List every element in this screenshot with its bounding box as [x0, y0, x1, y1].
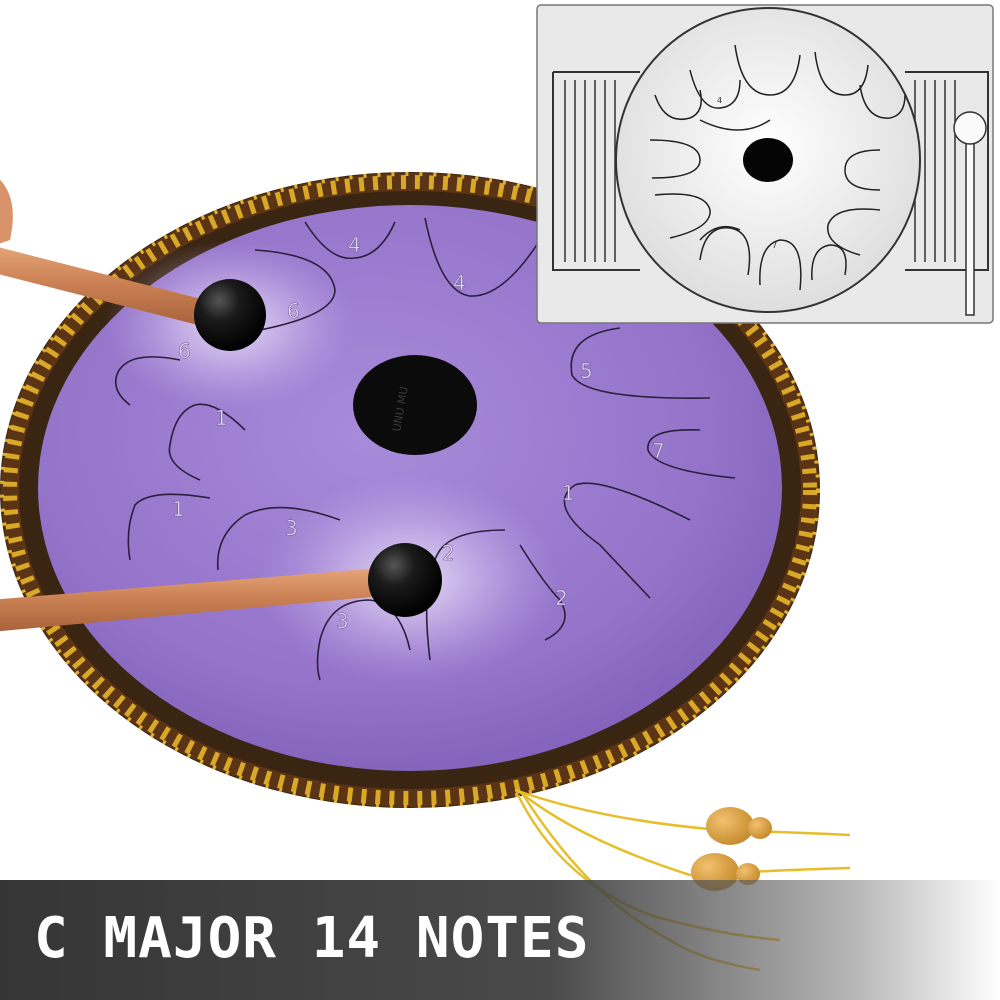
tongue-slit — [316, 599, 411, 681]
inset-mallet-head — [953, 111, 987, 145]
tongue-slit — [254, 249, 336, 331]
inset-note-label: 4 — [717, 96, 722, 105]
mallet-lower — [0, 543, 442, 632]
tongue-slit — [424, 217, 546, 297]
note-labels: 4 4 5 6 6 5 7 1 1 1 3 3 2 2 — [172, 233, 665, 634]
tongue-slit — [425, 529, 506, 661]
tongue-slit — [647, 429, 736, 479]
note-label: 1 — [172, 497, 185, 521]
note-label: 2 — [555, 586, 568, 610]
note-label: 4 — [348, 233, 361, 257]
note-label: 6 — [178, 339, 191, 363]
mallet-stick-end — [0, 179, 13, 244]
gourd-bead — [736, 863, 760, 885]
mallet-head — [194, 279, 266, 351]
inset-note-label: 7 — [772, 241, 777, 250]
mallet-stick — [0, 247, 205, 325]
tongue-slit — [168, 403, 246, 481]
inset-tongues — [649, 44, 906, 291]
inset-mallet-stick — [965, 139, 975, 316]
note-label: 7 — [652, 439, 665, 463]
inset-diagram: 4 7 — [536, 4, 994, 324]
note-label: 3 — [336, 609, 349, 633]
mallet-upper — [0, 179, 266, 351]
tongue-slit — [563, 482, 691, 599]
tongue-slit — [216, 506, 341, 571]
note-label: 4 — [453, 271, 466, 295]
rope-trim-gold-outer — [0, 172, 820, 808]
tongue-slit — [114, 356, 181, 406]
note-label: 3 — [285, 516, 298, 540]
note-label: 5 — [580, 359, 593, 383]
note-label: 2 — [442, 541, 455, 565]
rope-trim-gold — [3, 175, 817, 805]
gourd-bead — [748, 817, 772, 839]
stand-outline — [552, 71, 989, 271]
caption-banner — [0, 880, 1000, 1000]
sound-hole — [353, 355, 477, 455]
tongue-slit — [127, 493, 211, 561]
inset-sound-hole — [743, 138, 793, 182]
note-label: 1 — [562, 481, 575, 505]
stand-slats — [564, 80, 956, 262]
mallet-stick — [0, 568, 382, 632]
note-label: 6 — [287, 299, 300, 323]
caption-text: C MAJOR 14 NOTES — [34, 906, 590, 971]
gourd-beads — [691, 807, 772, 891]
mallet-head — [368, 543, 442, 617]
tongue-slit — [304, 221, 396, 260]
note-label: 1 — [215, 406, 228, 430]
gourd-bead — [706, 807, 754, 845]
tongue-slit — [519, 544, 566, 641]
tongue-slit — [570, 327, 711, 399]
